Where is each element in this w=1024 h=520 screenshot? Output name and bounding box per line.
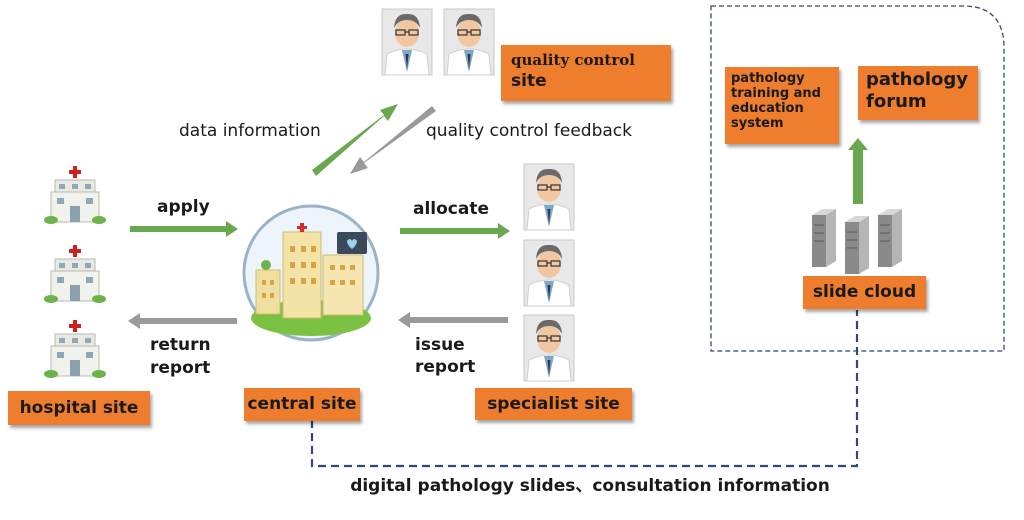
central-site-label: central site	[247, 394, 357, 414]
bottom-label: digital pathology slides、consultation in…	[350, 476, 830, 496]
hospital-icon	[43, 165, 107, 225]
training-label-line2: training and	[731, 86, 821, 101]
apply-label: apply	[157, 197, 210, 217]
doctor-icon	[523, 314, 575, 382]
quality-control-label-line2: site	[511, 71, 547, 91]
arrow-issue-report	[398, 312, 508, 328]
training-label-line3: education	[731, 101, 804, 116]
forum-label-line1: pathology	[866, 69, 968, 90]
allocate-label: allocate	[413, 199, 490, 219]
quality-control-feedback-label: quality control feedback	[426, 121, 632, 141]
specialist-site-label: specialist site	[487, 394, 620, 414]
doctor-icon	[443, 8, 495, 76]
data-information-label: data information	[179, 121, 321, 141]
forum-label-line2: forum	[866, 91, 927, 112]
quality-control-site-box: quality control site	[501, 45, 671, 101]
doctor-icon	[523, 163, 575, 231]
doctor-icon	[523, 239, 575, 307]
hospital-site-box: hospital site	[8, 391, 150, 425]
slide-cloud-label: slide cloud	[812, 282, 917, 302]
training-system-box: pathology training and education system	[725, 67, 839, 144]
hospital-icon	[43, 244, 107, 304]
specialist-site-box: specialist site	[475, 388, 632, 420]
doctor-icon	[381, 8, 433, 76]
return-label-line1: return	[150, 335, 211, 355]
server-icon	[844, 215, 870, 275]
central-building-icon	[242, 204, 380, 342]
cloud-region-border	[710, 5, 1005, 352]
hospital-site-label: hospital site	[19, 398, 139, 418]
slide-cloud-box: slide cloud	[803, 276, 926, 309]
pathology-forum-box: pathology forum	[858, 66, 978, 120]
return-label-line2: report	[150, 358, 211, 378]
arrow-quality-feedback	[350, 106, 436, 174]
central-site-box: central site	[244, 388, 360, 421]
training-label-line4: system	[731, 116, 784, 131]
issue-label-line1: issue	[415, 335, 465, 355]
hospital-icon	[43, 319, 107, 379]
training-label-line1: pathology	[731, 71, 805, 86]
arrow-data-information	[312, 104, 398, 176]
arrow-return-report	[128, 313, 237, 329]
server-icon	[877, 208, 903, 268]
arrow-allocate	[400, 223, 510, 239]
bottom-dashed-connector	[310, 310, 859, 468]
server-icon	[811, 208, 837, 268]
issue-label-line2: report	[415, 357, 476, 377]
arrow-to-forum	[848, 138, 868, 204]
quality-control-label-line1: quality control	[511, 51, 635, 69]
arrow-apply	[130, 221, 238, 237]
